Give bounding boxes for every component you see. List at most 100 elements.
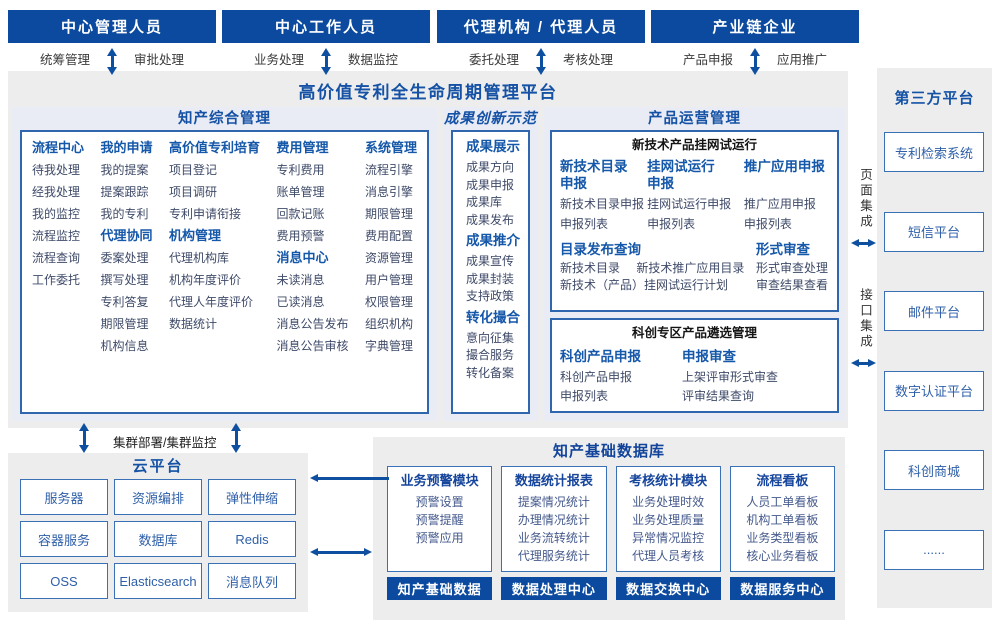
role-industry-chain: 产业链企业 产品申报 应用推广 [651,10,859,75]
menu-column: 申报审查 上架评审形式审查评审结果查询 [682,346,829,406]
menu-item: 申报列表 [560,389,609,403]
group-items: 流程引擎消息引擎期限管理费用配置资源管理用户管理权限管理组织机构字典管理 [365,159,417,357]
menu-item: 消息公告发布 [276,317,349,331]
data-center: 知产基础数据 [387,577,493,600]
menu-item: 经我处理 [32,185,81,199]
group-header: 机构管理 [168,228,221,243]
module-assessment: 考核统计模块 业务处理时效业务处理质量异常情况监控代理人员考核 [615,466,721,572]
updown-arrow-icon [749,48,761,75]
menu-item: 项目调研 [168,185,217,199]
module-item: 预警应用 [415,531,464,545]
cloud-service: 弹性伸缩 [208,479,296,515]
double-arrow-icon [851,359,876,368]
menu-item: 新技术目录申报 [560,197,645,211]
menu-item: 字典管理 [364,339,413,353]
menu-item: 专利费用 [276,163,325,177]
menu-group: 转化撮合 意向征集撮合服务转化备案 [466,306,528,383]
menu-group: 成果展示 成果方向成果申报成果库成果发布 [466,135,528,229]
interface-integration-label: 接口集成 [858,288,872,350]
group-header: 新技术目录申报 [560,159,628,191]
group-items: 科创产品申报申报列表 [560,368,682,406]
menu-item: 期限管理 [364,207,413,221]
group-header: 转化撮合 [466,309,520,325]
menu-item: 用户管理 [364,273,413,287]
menu-item: 成果库 [466,195,503,209]
menu-item: 消息公告审核 [276,339,349,353]
third-party-system: 专利检索系统 [884,132,984,172]
cloud-service: 资源编排 [114,479,202,515]
cloud-service: Redis [208,521,296,557]
group-header: 高价值专利培育 [168,140,260,155]
menu-column: 流程中心 待我处理经我处理我的监控流程监控流程查询工作委托 [32,137,84,357]
catalog-publish-query: 目录发布查询 新技术目录 新技术推广应用目录 新技术（产品）挂网试运行计划 [560,239,756,294]
menu-column: 我的申请 我的提案提案跟踪我的专利 代理协同 委案处理撰写处理专利答复期限管理机… [100,137,152,357]
module-item: 提案情况统计 [517,495,590,509]
menu-item: 撰写处理 [100,273,149,287]
panel-title: 知产综合管理 [178,111,271,127]
menu-item: 消息引擎 [364,185,413,199]
group-items: 新技术目录 新技术推广应用目录 [560,260,756,277]
ip-database-panel: 知产基础数据库 业务预警模块 预警设置预警提醒预警应用 数据统计报表 提案情况统… [373,437,845,620]
updown-arrow-icon [320,48,332,75]
double-arrow-icon [310,548,372,557]
module-header: 数据统计报表 [514,473,593,488]
menu-item: 费用配置 [364,229,413,243]
menu-item: 成果封装 [466,271,515,286]
panel-product-operation: 产品运营管理 新技术产品挂网试运行 新技术目录申报 新技术目录申报申报列表 挂网… [544,107,845,421]
cloud-platform-title: 云平台 [132,458,184,475]
group-header: 目录发布查询 [560,242,641,257]
module-item: 业务流转统计 [517,531,590,545]
module-item: 预警提醒 [415,513,464,527]
box-sci-tech-selection: 科创专区产品遴选管理 科创产品申报 科创产品申报申报列表 申报审查 上架评审形式… [550,318,839,413]
menu-item: 流程查询 [32,251,81,265]
third-party-system: 科创商城 [884,450,984,491]
menu-column: 科创产品申报 科创产品申报申报列表 [560,346,682,406]
group-items: 我的提案提案跟踪我的专利 [100,159,152,225]
group-items: 推广应用申报申报列表 [744,194,829,234]
role-function-label: 委托处理 [468,53,519,67]
module-header: 考核统计模块 [629,473,708,488]
cloud-service: 容器服务 [20,521,108,557]
module-warning: 业务预警模块 预警设置预警提醒预警应用 [387,466,493,572]
group-header: 申报审查 [682,349,736,364]
group-header: 我的申请 [100,140,153,155]
group-items: 项目登记项目调研专利申请衔接 [169,159,260,225]
module-items: 人员工单看板机构工单看板业务类型看板核心业务看板 [731,493,834,565]
module-item: 代理人员考核 [632,549,705,563]
menu-item: 新技术（产品）挂网试运行计划 [560,278,729,292]
updown-arrow-icon [78,423,90,453]
menu-item: 权限管理 [364,295,413,309]
menu-item: 新技术目录 [560,261,621,275]
box-title: 新技术产品挂网试运行 [631,138,757,152]
menu-item: 期限管理 [100,317,149,331]
menu-item: 科创产品申报 [560,370,633,384]
menu-item: 形式审查处理 [756,261,829,275]
group-items: 委案处理撰写处理专利答复期限管理机构信息 [100,247,152,357]
module-item: 业务处理质量 [632,513,705,527]
menu-item: 未读消息 [276,273,325,287]
db-modules: 业务预警模块 预警设置预警提醒预警应用 数据统计报表 提案情况统计办理情况统计业… [387,466,835,572]
menu-item: 上架评审形式审查 [682,370,779,384]
group-header: 费用管理 [276,140,329,155]
menu-item: 专利答复 [100,295,149,309]
third-party-panel: 第三方平台 专利检索系统短信平台邮件平台数字认证平台科创商城...... [877,68,992,608]
menu-item: 流程监控 [32,229,81,243]
menu-column: 系统管理 流程引擎消息引擎期限管理费用配置资源管理用户管理权限管理组织机构字典管… [365,137,417,357]
group-items: 成果方向成果申报成果库成果发布 [466,159,528,229]
role-functions: 统筹管理 审批处理 [8,43,216,75]
menu-column: 费用管理 专利费用账单管理回款记账费用预警 消息中心 未读消息已读消息消息公告发… [276,137,348,357]
module-item: 代理服务统计 [517,549,590,563]
menu-item: 我的监控 [32,207,81,221]
role-title: 产业链企业 [651,10,859,43]
group-header: 消息中心 [276,250,329,265]
group-items: 意向征集撮合服务转化备案 [466,330,528,383]
cluster-label: 集群部署/集群监控 [113,436,217,450]
updown-arrow-icon [230,423,242,453]
group-header: 流程中心 [32,140,85,155]
group-items: 专利费用账单管理回款记账费用预警 [276,159,348,247]
role-agency: 代理机构 / 代理人员 委托处理 考核处理 [437,10,645,75]
cloud-service: 消息队列 [208,563,296,599]
updown-arrow-icon [106,48,118,75]
module-item: 异常情况监控 [632,531,705,545]
role-functions: 业务处理 数据监控 [222,43,430,75]
